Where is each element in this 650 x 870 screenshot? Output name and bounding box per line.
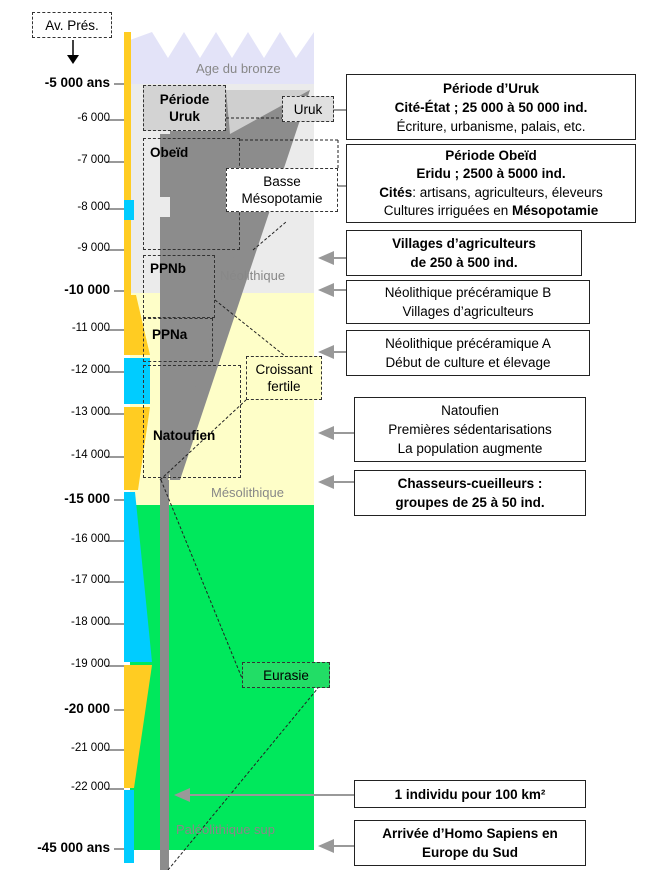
tick-label: -10 000 — [64, 282, 110, 297]
connector-lines — [159, 117, 339, 870]
info-box-natoufien: Natoufien Premières sédentarisations La … — [354, 397, 586, 462]
phase-ppna-region — [143, 318, 213, 362]
tick-label: -5 000 ans — [44, 75, 110, 90]
homo-line2: Europe du Sud — [422, 845, 518, 860]
tick-label: -19 000 — [70, 658, 110, 670]
region-uruk-text: Uruk — [293, 101, 323, 117]
tick-marks — [106, 83, 124, 850]
info-box-villages: Villages d’agriculteurs de 250 à 500 ind… — [346, 230, 582, 276]
ppna-line2: Début de culture et élevage — [385, 355, 551, 370]
tick-label: -20 000 — [64, 701, 110, 716]
obeid-line4-bold: Mésopotamie — [512, 203, 599, 218]
tick-label: -12 000 — [70, 364, 110, 376]
tick-label: -8 000 — [77, 201, 110, 213]
tick-label: -7 000 — [77, 154, 110, 166]
era-neolithique: Néolithique — [220, 268, 286, 283]
phase-uruk-text: Uruk — [169, 109, 200, 124]
uruk-line2: Cité-État ; 25 000 à 50 000 ind. — [394, 99, 588, 115]
phase-natoufien-region — [143, 365, 241, 478]
info-box-uruk: Période d’Uruk Cité-État ; 25 000 à 50 0… — [346, 74, 636, 140]
ppnb-line1: Néolithique précéramique B — [384, 285, 552, 300]
tick-label: -6 000 — [77, 112, 110, 124]
era-paleolithique: Paléolithique sup — [176, 822, 276, 837]
obeid-title: Période Obeïd — [445, 147, 537, 163]
era-bronze: Age du bronze — [196, 61, 281, 76]
region-eurasie-text: Eurasie — [263, 667, 309, 683]
info-box-ppnb: Néolithique précéramique B Villages d’ag… — [346, 280, 590, 324]
natoufien-line1: Natoufien — [441, 403, 499, 418]
phase-ppnb: PPNb — [150, 261, 187, 276]
region-croissant-fertile: Croissant fertile — [246, 356, 322, 400]
header-label-text: Av. Prés. — [45, 17, 99, 33]
region-eurasie: Eurasie — [242, 662, 330, 688]
tick-label: -14 000 — [70, 449, 110, 461]
phase-ppnb-region — [143, 255, 215, 318]
region-uruk: Uruk — [282, 96, 334, 122]
tick-label: -13 000 — [70, 406, 110, 418]
uruk-line3: Écriture, urbanisme, palais, etc. — [396, 118, 586, 134]
ppna-line1: Néolithique précéramique A — [385, 336, 551, 351]
info-box-chasseurs: Chasseurs-cueilleurs : groupes de 25 à 5… — [354, 470, 586, 516]
region-basse-text: Basse — [263, 174, 301, 189]
tick-label: -21 000 — [70, 742, 110, 754]
obeid-line3: Cités: artisans, agriculteurs, éleveurs — [347, 184, 635, 203]
obeid-line2: Eridu ; 2500 à 5000 ind. — [416, 166, 566, 181]
info-box-obeid: Période Obeïd Eridu ; 2500 à 5000 ind. C… — [346, 144, 636, 223]
header-label: Av. Prés. — [32, 12, 112, 38]
individu-line1: 1 individu pour 100 km² — [394, 786, 546, 802]
tick-label: -45 000 ans — [37, 840, 110, 855]
region-mesopotamie-text: Mésopotamie — [241, 191, 323, 206]
info-box-homo-sapiens: Arrivée d’Homo Sapiens en Europe du Sud — [354, 820, 586, 866]
tick-label: -9 000 — [77, 242, 110, 254]
ppnb-line2: Villages d’agriculteurs — [402, 304, 534, 319]
info-box-ppna: Néolithique précéramique A Début de cult… — [346, 330, 590, 376]
tick-label: -18 000 — [70, 616, 110, 628]
tick-label: -16 000 — [70, 533, 110, 545]
natoufien-line3: La population augmente — [397, 441, 543, 456]
obeid-line4: Cultures irriguées en Mésopotamie — [347, 202, 635, 221]
region-basse-mesopotamie: Basse Mésopotamie — [226, 168, 338, 212]
header-arrow — [67, 40, 79, 64]
uruk-title: Période d’Uruk — [442, 80, 540, 96]
region-croissant-text: Croissant — [255, 362, 313, 377]
villages-line2: de 250 à 500 ind. — [410, 255, 518, 270]
phase-uruk: Période Uruk — [143, 85, 226, 131]
phase-natoufien: Natoufien — [153, 428, 216, 443]
info-box-individu: 1 individu pour 100 km² — [354, 780, 586, 808]
region-fertile-text: fertile — [267, 379, 301, 394]
phase-ppna: PPNa — [152, 327, 188, 342]
chasseurs-line2: groupes de 25 à 50 ind. — [395, 495, 545, 510]
phase-obeid: Obeïd — [150, 145, 189, 160]
tick-label: -11 000 — [71, 322, 110, 334]
tick-label: -17 000 — [70, 574, 110, 586]
obeid-line3-rest: : artisans, agriculteurs, éleveurs — [412, 184, 603, 200]
homo-line1: Arrivée d’Homo Sapiens en — [382, 826, 558, 841]
obeid-line4-pre: Cultures irriguées en — [383, 203, 513, 218]
obeid-line3-bold: Cités — [379, 184, 413, 200]
chasseurs-line1: Chasseurs-cueilleurs : — [397, 476, 543, 491]
tick-label: -22 000 — [70, 781, 110, 793]
bronze-age-band — [130, 32, 314, 84]
era-mesolithique: Mésolithique — [211, 485, 284, 500]
phase-periode-text: Période — [159, 92, 210, 107]
natoufien-line2: Premières sédentarisations — [388, 422, 552, 437]
tick-label: -15 000 — [64, 491, 110, 506]
villages-line1: Villages d’agriculteurs — [392, 236, 536, 251]
